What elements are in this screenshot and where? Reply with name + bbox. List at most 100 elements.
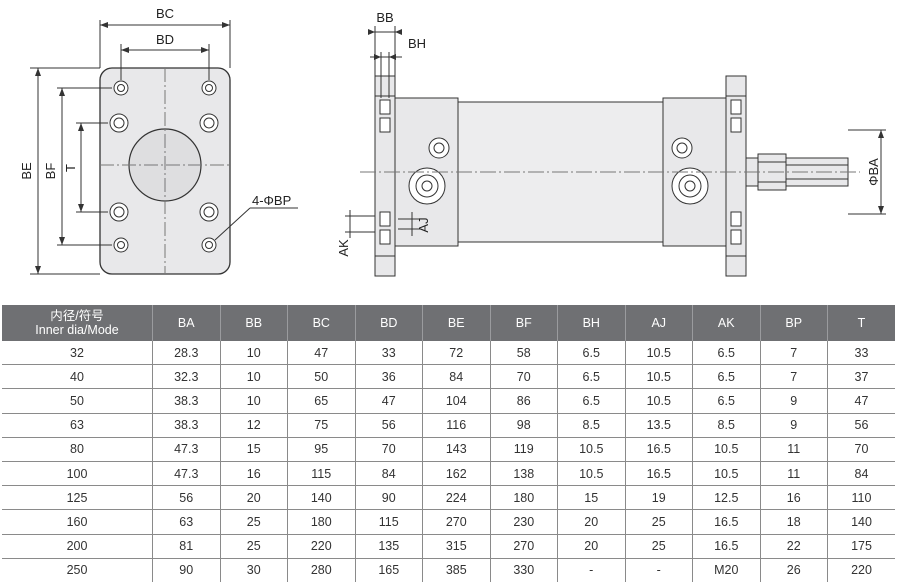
- technical-drawing: BC BD BE BF T 4-ΦBP: [19, 6, 886, 277]
- table-cell: 33: [355, 341, 423, 366]
- front-view: [30, 20, 298, 275]
- table-cell: 47: [355, 388, 423, 414]
- table-cell: 12.5: [692, 485, 761, 511]
- header-col: BH: [557, 305, 626, 341]
- table-cell: 280: [287, 558, 356, 582]
- table-cell: 72: [422, 341, 491, 366]
- table-cell: 10: [220, 341, 288, 366]
- header-col: BP: [760, 305, 828, 341]
- table-cell: 6.5: [692, 341, 761, 366]
- table-cell-inner-dia: 80: [2, 437, 153, 462]
- header-col: BD: [355, 305, 423, 341]
- table-cell: 20: [557, 534, 626, 559]
- table-cell: 11: [760, 437, 828, 462]
- table-cell: 75: [287, 413, 356, 438]
- table-header-row: 内径/符号 Inner dia/Mode BA BB BC BD BE BF B…: [2, 305, 895, 341]
- table-cell: 7: [760, 364, 828, 390]
- table-cell: 135: [355, 534, 423, 559]
- table-cell: 81: [152, 534, 221, 559]
- table-cell: 175: [827, 534, 895, 559]
- label-bb: BB: [376, 10, 393, 25]
- table-cell: 56: [355, 413, 423, 438]
- table-cell-inner-dia: 40: [2, 364, 153, 390]
- table-cell: 95: [287, 437, 356, 462]
- table-cell: 47: [827, 388, 895, 414]
- table-cell: M20: [692, 558, 761, 582]
- table-cell: 38.3: [152, 413, 221, 438]
- table-cell: 19: [625, 485, 693, 511]
- table-cell-inner-dia: 63: [2, 413, 153, 438]
- table-cell: 315: [422, 534, 491, 559]
- table-cell: 115: [355, 509, 423, 535]
- table-cell: 6.5: [692, 364, 761, 390]
- table-cell: 9: [760, 413, 828, 438]
- table-cell: 25: [220, 534, 288, 559]
- table-cell: 30: [220, 558, 288, 582]
- table-cell: 10.5: [625, 341, 693, 366]
- table-cell: 15: [220, 437, 288, 462]
- label-bp: 4-ΦBP: [252, 193, 291, 208]
- table-cell: 10.5: [692, 437, 761, 462]
- table-cell: 25: [220, 509, 288, 535]
- table-cell: 36: [355, 364, 423, 390]
- table-cell: 9: [760, 388, 828, 414]
- table-cell: 25: [625, 534, 693, 559]
- header-inner-dia-en: Inner dia/Mode: [35, 323, 119, 337]
- table-cell: 8.5: [692, 413, 761, 438]
- table-cell-inner-dia: 100: [2, 461, 153, 487]
- table-cell: 330: [490, 558, 558, 582]
- table-cell: 70: [490, 364, 558, 390]
- label-bc: BC: [156, 6, 174, 21]
- table-cell: 6.5: [692, 388, 761, 414]
- header-inner-dia: 内径/符号 Inner dia/Mode: [2, 305, 153, 341]
- table-cell: 10.5: [692, 461, 761, 487]
- table-cell: 84: [422, 364, 491, 390]
- table-cell: 104: [422, 388, 491, 414]
- table-cell: 18: [760, 509, 828, 535]
- table-cell: 10.5: [625, 388, 693, 414]
- table-cell: 37: [827, 364, 895, 390]
- table-cell: 65: [287, 388, 356, 414]
- table-cell: 47.3: [152, 461, 221, 487]
- table-cell: 84: [827, 461, 895, 487]
- table-cell: 84: [355, 461, 423, 487]
- table-cell: 47.3: [152, 437, 221, 462]
- label-be: BE: [19, 162, 34, 180]
- table-cell: 25: [625, 509, 693, 535]
- table-cell-inner-dia: 250: [2, 558, 153, 582]
- header-col: T: [827, 305, 895, 341]
- label-aj: AJ: [416, 217, 431, 232]
- table-cell: 11: [760, 461, 828, 487]
- table-cell: 165: [355, 558, 423, 582]
- table-cell: 270: [490, 534, 558, 559]
- table-cell: 33: [827, 341, 895, 366]
- table-cell: 38.3: [152, 388, 221, 414]
- table-cell: 270: [422, 509, 491, 535]
- table-cell: 12: [220, 413, 288, 438]
- header-col: BA: [152, 305, 221, 341]
- label-bh: BH: [408, 36, 426, 51]
- table-cell: 20: [220, 485, 288, 511]
- table-cell: 70: [827, 437, 895, 462]
- table-cell: 16: [220, 461, 288, 487]
- table-cell: 224: [422, 485, 491, 511]
- table-cell: 86: [490, 388, 558, 414]
- table-cell: 110: [827, 485, 895, 511]
- table-cell: 50: [287, 364, 356, 390]
- table-cell: 16: [760, 485, 828, 511]
- table-cell: 58: [490, 341, 558, 366]
- table-cell: 140: [827, 509, 895, 535]
- header-inner-dia-cn: 内径/符号: [50, 309, 104, 323]
- table-cell: 90: [355, 485, 423, 511]
- table-cell: 162: [422, 461, 491, 487]
- table-cell: 119: [490, 437, 558, 462]
- table-cell: -: [557, 558, 626, 582]
- table-cell: 16.5: [625, 461, 693, 487]
